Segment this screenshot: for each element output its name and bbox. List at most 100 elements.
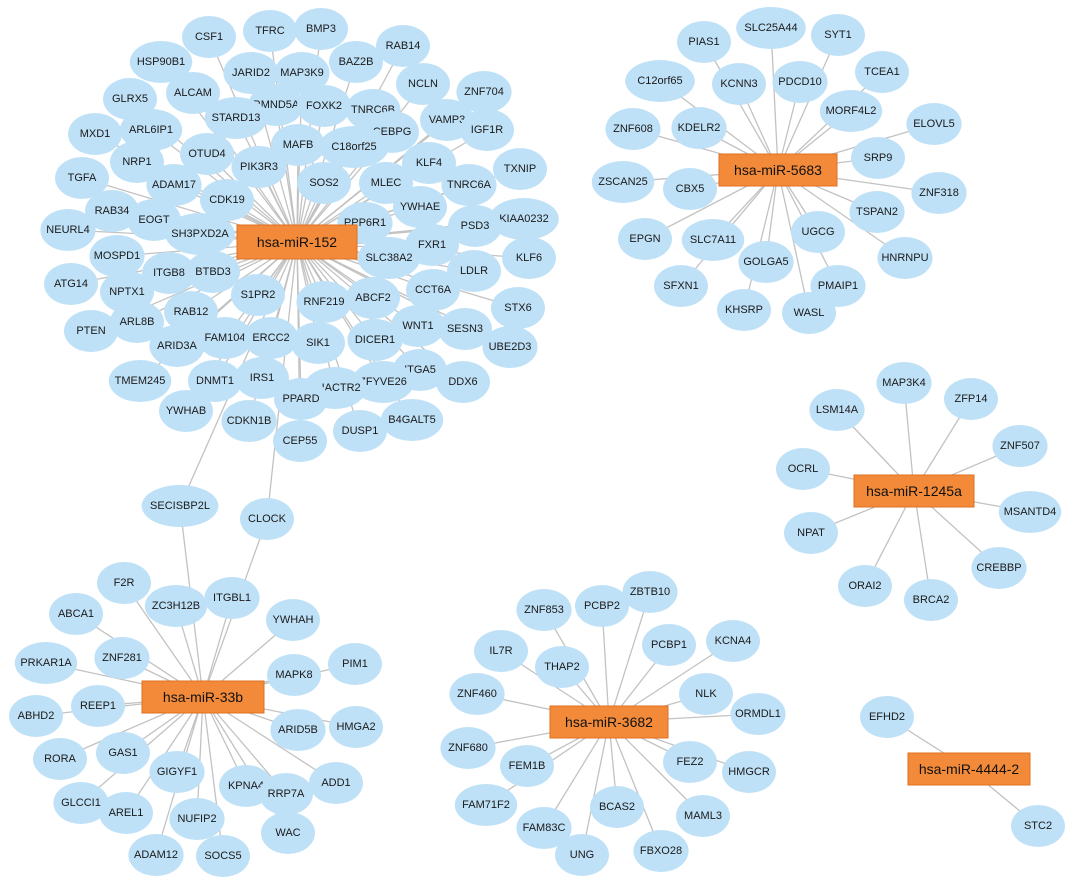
gene-node-kiaa0232: KIAA0232	[489, 198, 559, 240]
gene-label: NRP1	[122, 156, 151, 168]
gene-ellipse	[231, 274, 285, 316]
gene-label: ARID3A	[157, 340, 197, 352]
gene-label: OCRL	[788, 463, 819, 475]
gene-label: ALCAM	[174, 87, 212, 99]
gene-ellipse	[89, 235, 145, 277]
gene-ellipse	[204, 97, 268, 139]
gene-ellipse	[357, 237, 421, 279]
gene-ellipse	[838, 565, 892, 607]
gene-node-hmga2: HMGA2	[329, 706, 383, 748]
gene-label: CEP55	[283, 435, 318, 447]
gene-ellipse	[491, 287, 545, 329]
mirna-node-m5683: hsa-miR-5683	[718, 153, 838, 187]
gene-node-dusp1: DUSP1	[333, 410, 387, 452]
gene-node-msantd4: MSANTD4	[998, 491, 1062, 533]
gene-ellipse	[722, 751, 776, 793]
gene-label: CDK19	[209, 194, 244, 206]
gene-label: UNG	[570, 849, 594, 861]
gene-label: MAFB	[283, 139, 314, 151]
gene-node-atg14: ATG14	[44, 263, 98, 305]
gene-node-crebbp: CREBBP	[971, 547, 1027, 589]
gene-ellipse	[454, 784, 518, 826]
mirna-node-m33b: hsa-miR-33b	[141, 680, 265, 714]
gene-node-mapk8: MAPK8	[267, 654, 321, 696]
gene-label: ITGB8	[153, 267, 185, 279]
gene-node-nrp1: NRP1	[110, 141, 164, 183]
gene-ellipse	[273, 420, 327, 462]
gene-ellipse	[267, 654, 321, 696]
gene-node-znf853: ZNF853	[516, 589, 572, 631]
gene-label: NEURL4	[46, 224, 89, 236]
gene-ellipse	[49, 593, 103, 635]
gene-label: ATG14	[54, 278, 88, 290]
mirna-node-m3682: hsa-miR-3682	[549, 705, 669, 739]
gene-label: B4GALT5	[388, 414, 436, 426]
gene-label: WNT1	[402, 320, 433, 332]
gene-node-znf507: ZNF507	[992, 425, 1048, 467]
gene-label: CSF1	[195, 31, 223, 43]
edge-zbtb10	[608, 591, 651, 723]
gene-label: ADD1	[321, 777, 350, 789]
gene-label: SESN3	[447, 323, 483, 335]
gene-node-map3k9: MAP3K9	[274, 52, 330, 94]
gene-label: RAB12	[174, 306, 209, 318]
gene-node-zc3h12b: ZC3H12B	[144, 585, 208, 627]
gene-node-map3k4: MAP3K4	[876, 362, 932, 404]
gene-ellipse	[294, 8, 348, 50]
gene-ellipse	[297, 85, 351, 127]
gene-ellipse	[654, 265, 708, 307]
gene-ellipse	[44, 263, 98, 305]
gene-ellipse	[447, 250, 501, 292]
gene-node-klf4: KLF4	[402, 142, 456, 184]
gene-label: YWHAH	[273, 614, 314, 626]
gene-node-khsrp: KHSRP	[717, 289, 771, 331]
gene-ellipse	[717, 289, 771, 331]
gene-label: RMND5A	[253, 99, 300, 111]
gene-label: NPTX1	[109, 286, 144, 298]
gene-node-znf281: ZNF281	[94, 637, 150, 679]
gene-node-abcf2: ABCF2	[346, 277, 400, 319]
gene-node-gas1: GAS1	[96, 732, 150, 774]
gene-label: ZNF460	[457, 688, 497, 700]
gene-ellipse	[270, 709, 326, 751]
gene-ellipse	[663, 741, 717, 783]
gene-label: BRCA2	[913, 594, 950, 606]
gene-ellipse	[712, 63, 766, 105]
gene-node-zbtb10: ZBTB10	[622, 571, 678, 613]
gene-node-cdkn1b: CDKN1B	[221, 400, 277, 442]
gene-node-stard13: STARD13	[204, 97, 268, 139]
gene-node-mafb: MAFB	[271, 124, 325, 166]
gene-label: MLEC	[371, 177, 402, 189]
gene-node-epgn: EPGN	[618, 218, 672, 260]
gene-label: RORA	[44, 753, 76, 765]
gene-label: ZNF680	[448, 742, 488, 754]
gene-node-fam104: FAM104	[197, 317, 253, 359]
gene-node-ormdl1: ORMDL1	[730, 693, 786, 735]
gene-label: ZC3H12B	[152, 600, 200, 612]
mirna-node-m152: hsa-miR-152	[236, 224, 358, 260]
gene-ellipse	[99, 792, 153, 834]
gene-node-dnmt1: DNMT1	[188, 360, 242, 402]
gene-label: SYT1	[824, 29, 852, 41]
gene-node-npat: NPAT	[784, 512, 838, 554]
gene-node-wac: WAC	[261, 812, 315, 854]
gene-label: SOS2	[309, 177, 338, 189]
gene-node-pcbp2: PCBP2	[575, 585, 629, 627]
gene-label: FAM104	[205, 332, 246, 344]
gene-node-pik3r3: PIK3R3	[231, 146, 287, 188]
gene-label: DICER1	[355, 334, 395, 346]
gene-ellipse	[221, 400, 277, 442]
gene-label: KCNN3	[720, 78, 757, 90]
gene-node-sesn3: SESN3	[438, 308, 492, 350]
mirna-box	[718, 153, 838, 187]
gene-ellipse	[108, 360, 172, 402]
gene-label: CCT6A	[415, 284, 452, 296]
gene-ellipse	[96, 732, 150, 774]
gene-ellipse	[738, 241, 794, 283]
gene-ellipse	[94, 637, 150, 679]
gene-ellipse	[782, 292, 836, 334]
gene-node-rab12: RAB12	[164, 291, 218, 333]
gene-node-prkar1a: PRKAR1A	[14, 642, 78, 684]
gene-label: C12orf65	[637, 75, 682, 87]
